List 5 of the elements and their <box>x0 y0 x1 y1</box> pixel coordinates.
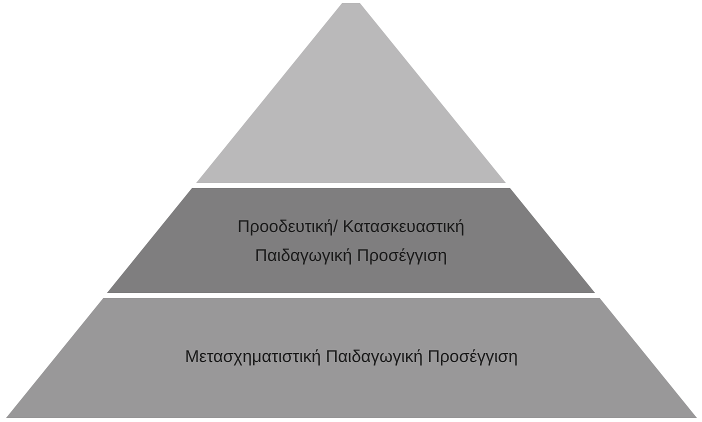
pyramid-middle-tier <box>107 188 595 293</box>
pyramid-base-tier <box>6 298 697 418</box>
tier-label: Μετασχηματιστική Παιδαγωγική Προσέγγιση <box>185 346 518 368</box>
pyramid-apex-triangle <box>196 3 506 183</box>
tier-label: Προοδευτική/ Κατασκευαστική Παιδαγωγική Προσέγγιση <box>236 216 466 267</box>
